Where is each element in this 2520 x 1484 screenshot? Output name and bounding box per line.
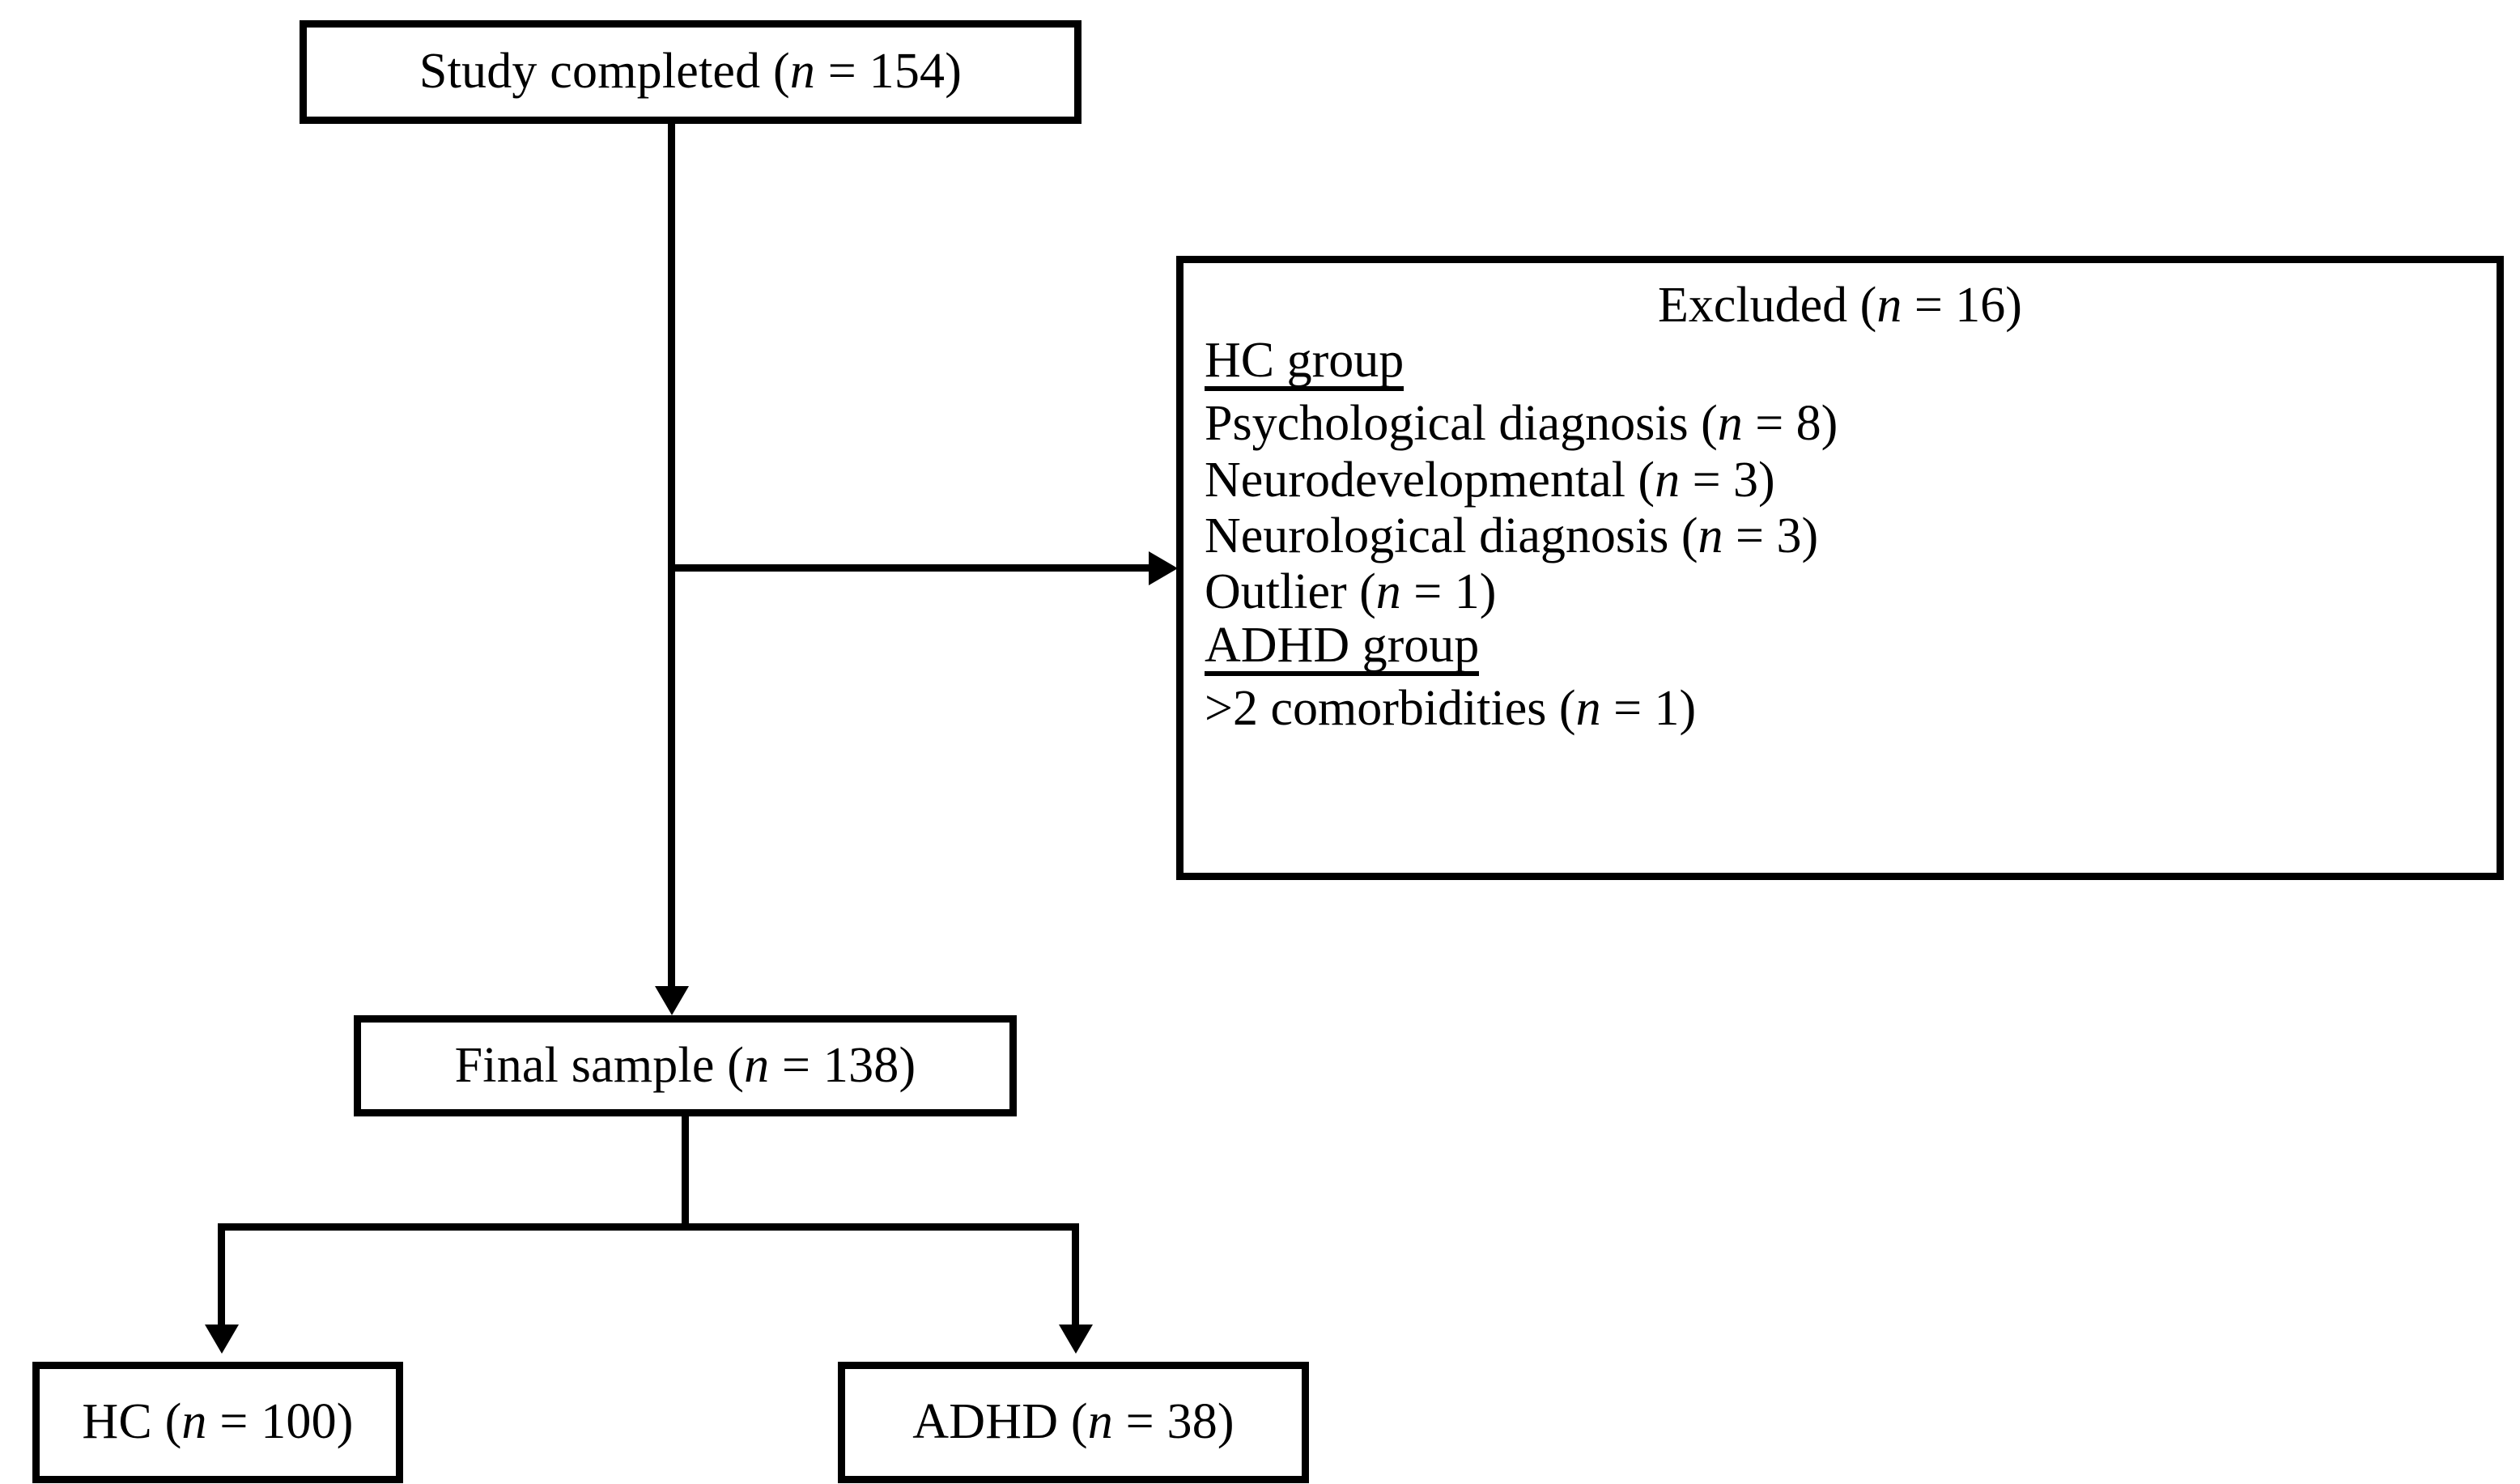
- node-hc: HC (n = 100): [32, 1362, 403, 1483]
- excluded-item-psychological-diagnosis: Psychological diagnosis (n = 8): [1205, 396, 1838, 452]
- node-adhd: ADHD (n = 38): [838, 1362, 1309, 1483]
- excluded-group-adhd-heading: ADHD group: [1205, 620, 1480, 676]
- node-final-sample: Final sample (n = 138): [354, 1015, 1017, 1116]
- excluded-group-adhd-heading-wrap: ADHD group: [1205, 620, 2475, 681]
- connector-study-to-final-trunk: [668, 124, 675, 989]
- node-final-sample-label: Final sample (n = 138): [454, 1037, 916, 1093]
- excluded-item-neurological-diagnosis: Neurological diagnosis (n = 3): [1205, 508, 1819, 563]
- arrowhead-study-to-final: [655, 986, 689, 1015]
- excluded-title: Excluded (n = 16): [1658, 278, 2022, 333]
- node-study-completed: Study completed (n = 154): [300, 20, 1082, 124]
- excluded-item-comorbidities: >2 comorbidities (n = 1): [1205, 680, 1697, 736]
- excluded-group-hc-heading: HC group: [1205, 335, 1404, 392]
- connector-final-to-hc: [218, 1223, 225, 1325]
- excluded-item-outlier: Outlier (n = 1): [1205, 563, 1497, 619]
- connector-final-to-adhd: [1072, 1223, 1079, 1325]
- node-adhd-label: ADHD (n = 38): [912, 1394, 1235, 1450]
- connector-trunk-to-excluded: [668, 564, 1154, 572]
- connector-final-stem: [682, 1116, 689, 1223]
- connector-final-split-bar: [218, 1223, 1079, 1231]
- node-hc-label: HC (n = 100): [82, 1394, 354, 1450]
- excluded-group-hc: HC group Psychological diagnosis (n = 8)…: [1205, 335, 2475, 620]
- excluded-group-adhd: ADHD group >2 comorbidities (n = 1): [1205, 620, 2475, 737]
- node-study-completed-label: Study completed (n = 154): [419, 44, 963, 100]
- arrowhead-final-to-hc: [205, 1325, 239, 1354]
- excluded-item-neurodevelopmental: Neurodevelopmental (n = 3): [1205, 452, 1775, 508]
- excluded-group-hc-heading-wrap: HC group: [1205, 335, 2475, 396]
- node-excluded: Excluded (n = 16) HC group Psychological…: [1176, 256, 2504, 880]
- arrowhead-final-to-adhd: [1059, 1325, 1093, 1354]
- arrowhead-trunk-to-excluded: [1149, 551, 1178, 585]
